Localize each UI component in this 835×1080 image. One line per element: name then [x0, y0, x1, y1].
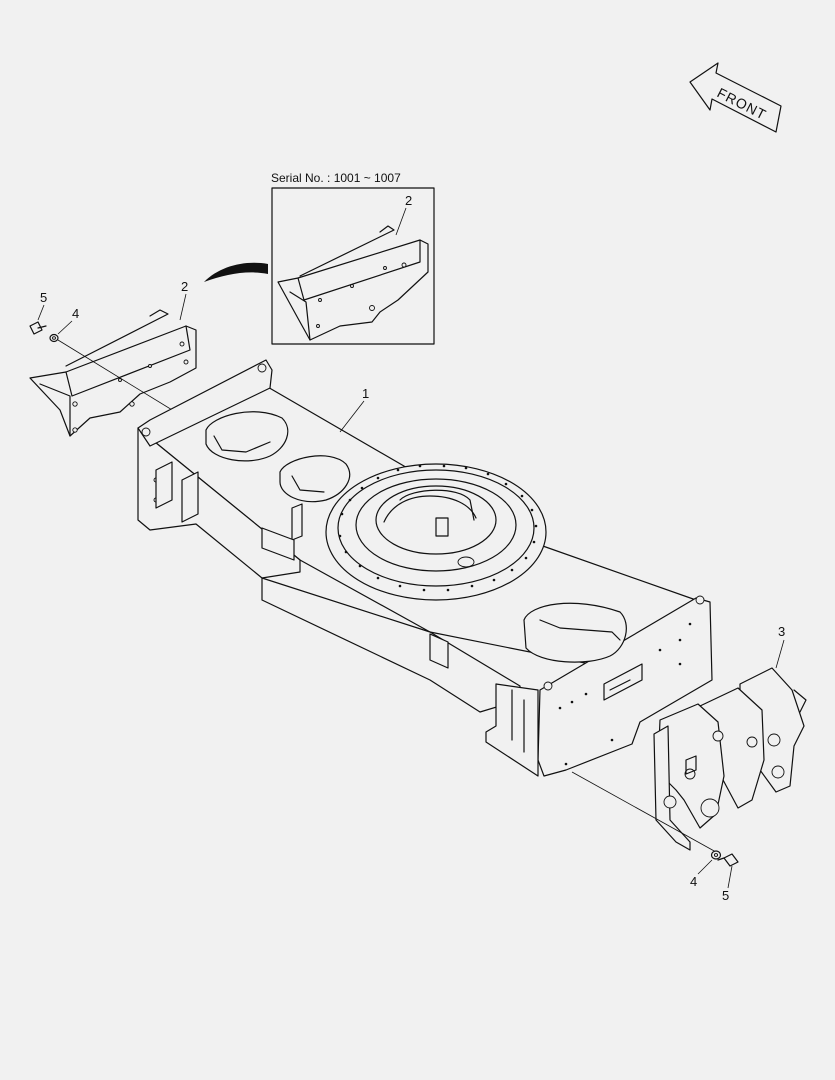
- ring-bolt-holes: [338, 464, 538, 592]
- assembly-line-top: [57, 339, 183, 417]
- inset-bracket-drawing: [277, 225, 429, 341]
- left-bracket: [29, 309, 197, 437]
- inset-frame: [271, 187, 435, 345]
- front-arrow: FRONT: [689, 62, 782, 133]
- assembly-line-bottom: [571, 771, 717, 853]
- callout-5-top: 5: [40, 290, 47, 305]
- bolt-bottom: [717, 853, 739, 867]
- callout-2: 2: [181, 279, 188, 294]
- callout-1: 1: [362, 386, 369, 401]
- inset-callout-2: 2: [405, 193, 412, 208]
- callout-4-top: 4: [72, 306, 79, 321]
- main-frame: [137, 359, 713, 777]
- serial-inset: Serial No. : 1001 ~ 1007 2: [271, 171, 435, 345]
- callout-3: 3: [778, 624, 785, 639]
- callout-5-bottom: 5: [722, 888, 729, 903]
- washer-top: [49, 333, 59, 343]
- washer-bottom: [710, 850, 722, 860]
- serial-number-text: Serial No. : 1001 ~ 1007: [271, 171, 401, 185]
- bolt-top: [29, 321, 47, 335]
- rear-bracket-assembly: [653, 667, 807, 851]
- inset-pointer-arrow: [204, 262, 268, 282]
- callout-4-bottom: 4: [690, 874, 697, 889]
